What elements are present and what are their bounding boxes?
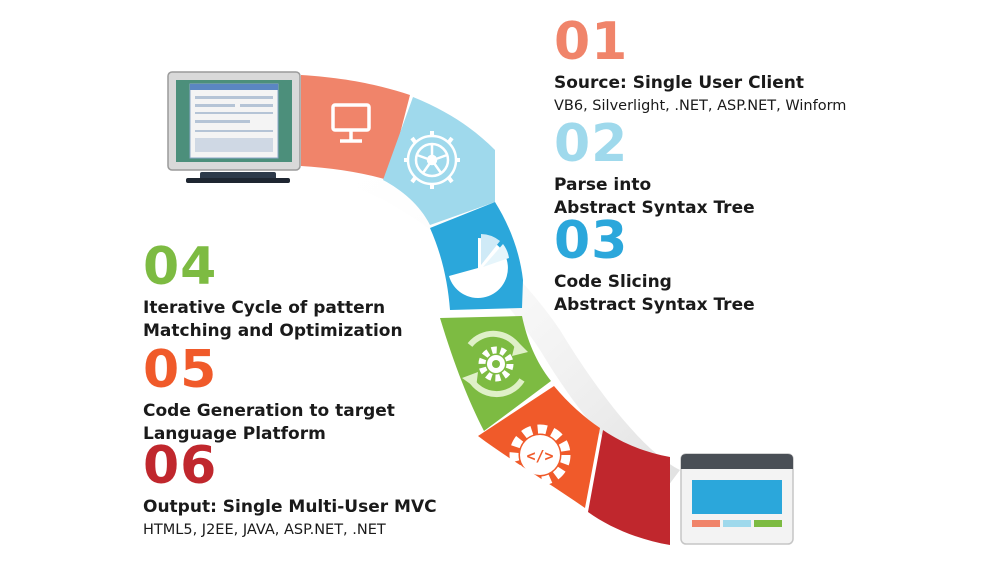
monitor-icon [331,103,371,143]
segment-6 [588,430,670,545]
band-shadow [318,160,680,486]
step-subtitle: VB6, Silverlight, .NET, ASP.NET, Winform [554,98,847,114]
step-02: 02 Parse into Abstract Syntax Tree [554,118,755,220]
segment-1 [301,75,410,180]
gear-icon [404,131,460,189]
step-title: Code Generation to target [143,401,395,421]
step-title-line-2: Matching and Optimization [143,321,403,341]
step-title: Code Slicing [554,272,672,292]
step-05: 05 Code Generation to target Language Pl… [143,344,395,446]
pie-chart-icon [449,234,509,298]
segment-2 [383,97,495,225]
gear-cycle-icon [462,330,528,398]
browser-window-illustration [680,453,794,545]
svg-text:</>: </> [526,447,553,465]
step-03: 03 Code Slicing Abstract Syntax Tree [554,215,755,317]
step-06: 06 Output: Single Multi-User MVC HTML5, … [143,440,437,540]
step-title: Source: Single User Client [554,73,804,93]
step-title-line-2: Abstract Syntax Tree [554,295,755,315]
step-number: 01 [554,12,629,72]
step-subtitle: HTML5, J2EE, JAVA, ASP.NET, .NET [143,522,386,538]
step-04: 04 Iterative Cycle of pattern Matching a… [143,241,403,343]
code-gear-icon: </> [509,424,571,486]
step-01: 01 Source: Single User Client VB6, Silve… [554,16,846,116]
step-number: 03 [554,211,629,271]
desktop-monitor-illustration [167,71,301,183]
bar-chart-icon [483,485,506,505]
step-title: Iterative Cycle of pattern [143,298,386,318]
step-title: Parse into [554,175,652,195]
step-title-line-2: Abstract Syntax Tree [554,198,755,218]
step-title: Output: Single Multi-User MVC [143,497,437,517]
segment-4 [440,316,551,431]
step-number: 02 [554,114,629,174]
step-number: 04 [143,237,218,297]
step-title-line-2: Language Platform [143,424,326,444]
step-number: 06 [143,436,218,496]
step-number: 05 [143,340,218,400]
